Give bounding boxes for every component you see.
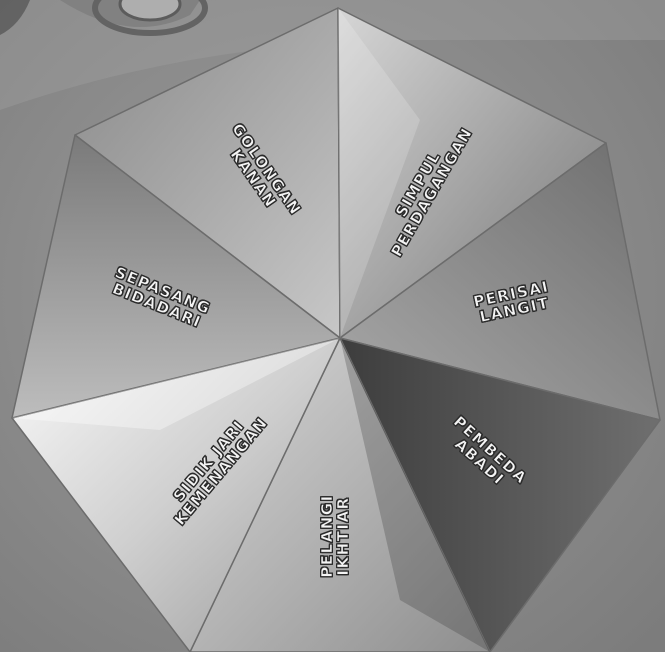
facet-label-line: SIDIK JARI <box>155 398 264 523</box>
facet-label-pelangi-ikhtiar: PELANGI IKHTIAR <box>319 471 351 601</box>
facet-label-sepasang-bidadari: SEPASANG BIDADARI <box>94 259 227 337</box>
facet-label-golongan-kanan: GOLONGAN KANAN <box>210 112 311 237</box>
facet-label-line: PELANGI <box>319 471 335 601</box>
eye-decoration-icon <box>0 0 205 35</box>
facet-label-pembeda-abadi: PEMBEDA ABADI <box>426 401 544 512</box>
facet-label-simpul-perdagangan: SIMPUL PERDAGANGAN <box>374 115 477 261</box>
facet-label-line: KEMENANGAN <box>167 409 276 534</box>
facet-label-line: IKHTIAR <box>335 471 351 601</box>
facet-label-sidik-jari-kemenangan: SIDIK JARI KEMENANGAN <box>155 398 276 533</box>
facet-label-perisai-langit: PERISAI LANGIT <box>446 273 580 331</box>
